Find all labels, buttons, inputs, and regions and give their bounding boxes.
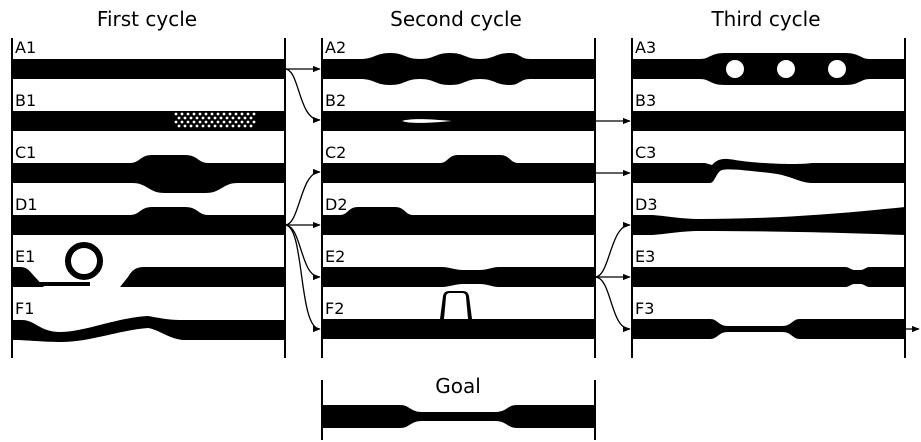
shape-c3 [632,158,905,183]
shape-b2 [322,111,595,131]
shape-e2 [322,267,595,287]
shape-f2-inner [444,293,468,319]
arrow-e2-f3 [594,276,631,333]
arrow-a1-b2 [284,68,321,124]
row-label-d1: D1 [15,195,38,214]
arrow-d1-e2 [284,224,321,281]
column-3-shapes [632,53,905,339]
shape-a3 [632,53,905,85]
row-label-c3: C3 [635,143,656,162]
row-label-d2: D2 [325,195,348,214]
shape-e1 [12,242,285,287]
shape-e3 [632,267,905,287]
shape-d1 [12,207,285,235]
arrow-d1-f2 [284,224,321,333]
row-label-f2: F2 [325,299,344,318]
row-label-a2: A2 [325,38,346,57]
shape-a1 [12,59,285,79]
shape-d2 [322,207,595,235]
row-label-c2: C2 [325,143,346,162]
row-label-a3: A3 [635,38,656,57]
row-label-e1: E1 [15,247,35,266]
row-label-f3: F3 [635,299,654,318]
shape-f3 [632,319,905,339]
shape-f1 [12,316,285,342]
row-label-e3: E3 [635,247,655,266]
column-2-shapes [322,53,595,339]
goal-title: Goal [435,374,481,398]
shape-d3 [632,207,905,235]
column-title-second-cycle: Second cycle [390,7,522,31]
column-1-shapes [12,59,285,342]
shape-b1 [12,111,285,131]
row-label-b1: B1 [15,91,36,110]
shape-b3 [632,111,905,131]
column-title-first-cycle: First cycle [97,7,197,31]
shape-c2 [322,155,595,183]
column-borders [11,38,906,440]
row-label-b3: B3 [635,91,656,110]
shape-a2 [322,53,595,85]
row-label-e2: E2 [325,247,345,266]
row-label-a1: A1 [15,38,36,57]
row-label-f1: F1 [15,299,34,318]
arrow-e2-d3 [594,221,631,278]
transition-arrows [284,65,920,333]
goal-shape [322,405,595,428]
row-label-d3: D3 [635,195,658,214]
column-title-third-cycle: Third cycle [710,7,820,31]
arrow-d1-c2 [284,168,321,226]
row-label-b2: B2 [325,91,346,110]
shape-c1 [12,155,285,193]
row-label-c1: C1 [15,143,36,162]
